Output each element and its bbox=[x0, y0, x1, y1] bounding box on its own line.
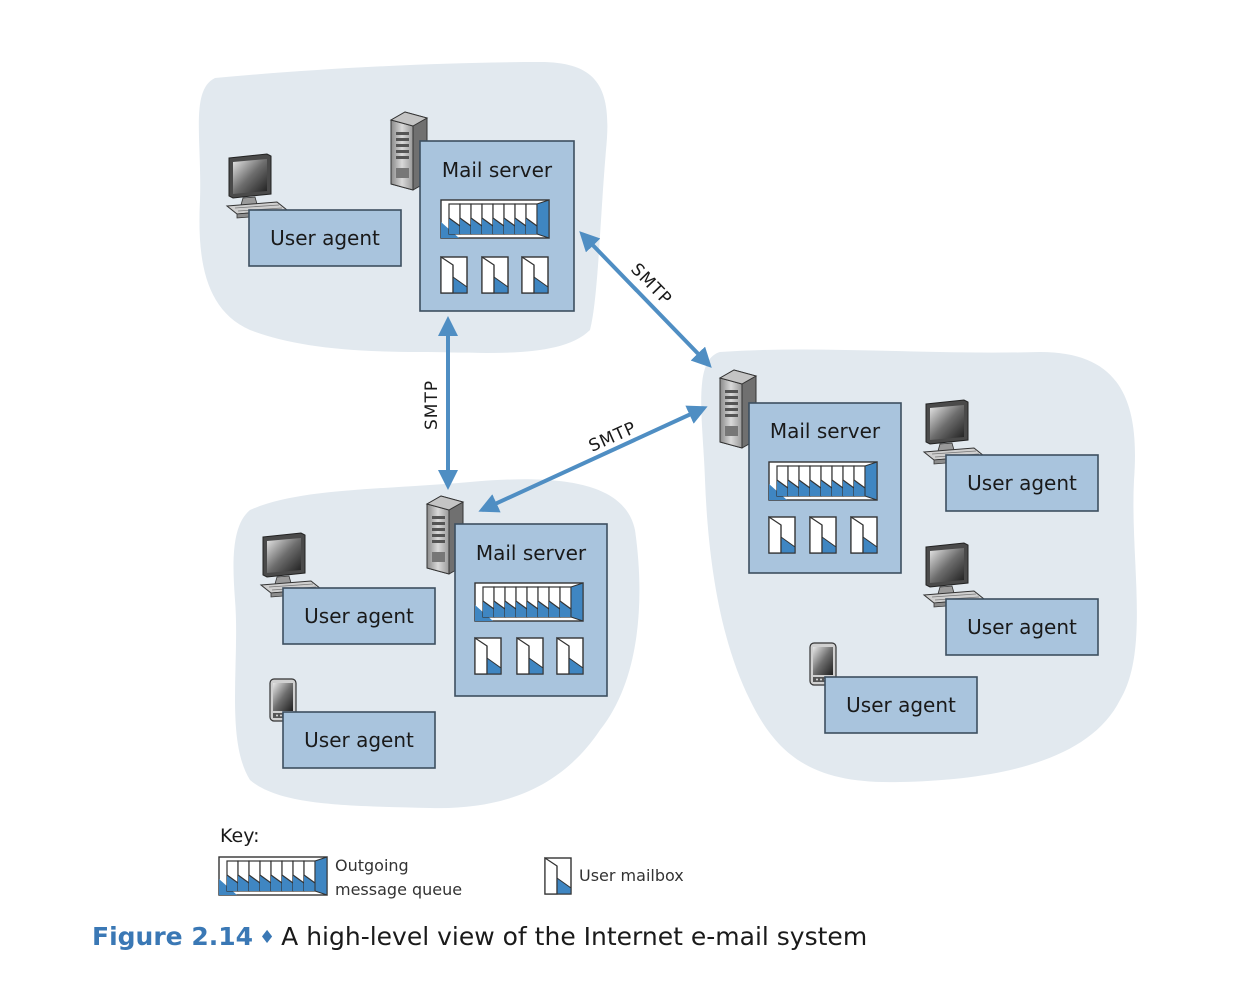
smtp-arrow-bottom-right bbox=[478, 405, 708, 513]
user-agent-box bbox=[945, 598, 1099, 656]
key-legend: Key: Outgoing message queue User mailbox bbox=[219, 825, 684, 899]
mailbox-legend-label: User mailbox bbox=[579, 866, 684, 885]
user-agent-top: User agent bbox=[226, 153, 402, 267]
user-agent-label: User agent bbox=[967, 471, 1077, 495]
mail-server-bottom: Mail server bbox=[426, 495, 608, 697]
diamond-separator-icon: ♦ bbox=[259, 927, 276, 948]
smtp-arrow-top-right bbox=[579, 231, 712, 368]
user-mailbox-icon bbox=[556, 637, 584, 675]
user-mailbox-icon bbox=[516, 637, 544, 675]
outgoing-queue-icon bbox=[441, 200, 549, 238]
outgoing-queue-icon bbox=[219, 857, 327, 895]
figure-caption: Figure 2.14♦A high-level view of the Int… bbox=[92, 922, 867, 951]
user-agent-box bbox=[945, 454, 1099, 512]
user-agent-label: User agent bbox=[270, 226, 380, 250]
user-mailbox-icon bbox=[850, 516, 878, 554]
mail-server-label: Mail server bbox=[442, 158, 553, 182]
user-agent-bottom-desktop: User agent bbox=[260, 532, 436, 645]
queue-legend-line-2: message queue bbox=[335, 880, 462, 899]
smtp-label-top-bottom: SMTP bbox=[422, 380, 442, 430]
queue-legend-line-1: Outgoing bbox=[335, 856, 409, 875]
user-agent-right-desktop-2: User agent bbox=[923, 542, 1099, 656]
figure-number: Figure 2.14 bbox=[92, 922, 254, 951]
user-agent-box bbox=[248, 209, 402, 267]
key-title: Key: bbox=[220, 825, 259, 847]
user-mailbox-icon bbox=[809, 516, 837, 554]
outgoing-queue-icon bbox=[769, 462, 877, 500]
user-agent-bottom-phone: User agent bbox=[269, 678, 436, 769]
user-mailbox-icon bbox=[544, 857, 572, 895]
mail-server-right: Mail server bbox=[719, 369, 902, 574]
user-mailbox-icon bbox=[440, 256, 468, 294]
user-agent-label: User agent bbox=[967, 615, 1077, 639]
user-agent-box bbox=[282, 711, 436, 769]
user-mailbox-icon bbox=[474, 637, 502, 675]
user-agent-right-desktop-1: User agent bbox=[923, 399, 1099, 512]
user-agent-label: User agent bbox=[304, 728, 414, 752]
mail-server-top: Mail server bbox=[390, 111, 575, 312]
user-agent-label: User agent bbox=[846, 693, 956, 717]
user-mailbox-icon bbox=[768, 516, 796, 554]
user-mailbox-icon bbox=[481, 256, 509, 294]
user-agent-right-phone: User agent bbox=[809, 642, 978, 734]
user-agent-box bbox=[824, 676, 978, 734]
outgoing-queue-icon bbox=[475, 583, 583, 621]
user-agent-box bbox=[282, 587, 436, 645]
mail-server-label: Mail server bbox=[770, 419, 881, 443]
mail-server-label: Mail server bbox=[476, 541, 587, 565]
caption-text: A high-level view of the Internet e-mail… bbox=[281, 922, 868, 951]
user-mailbox-icon bbox=[521, 256, 549, 294]
user-agent-label: User agent bbox=[304, 604, 414, 628]
